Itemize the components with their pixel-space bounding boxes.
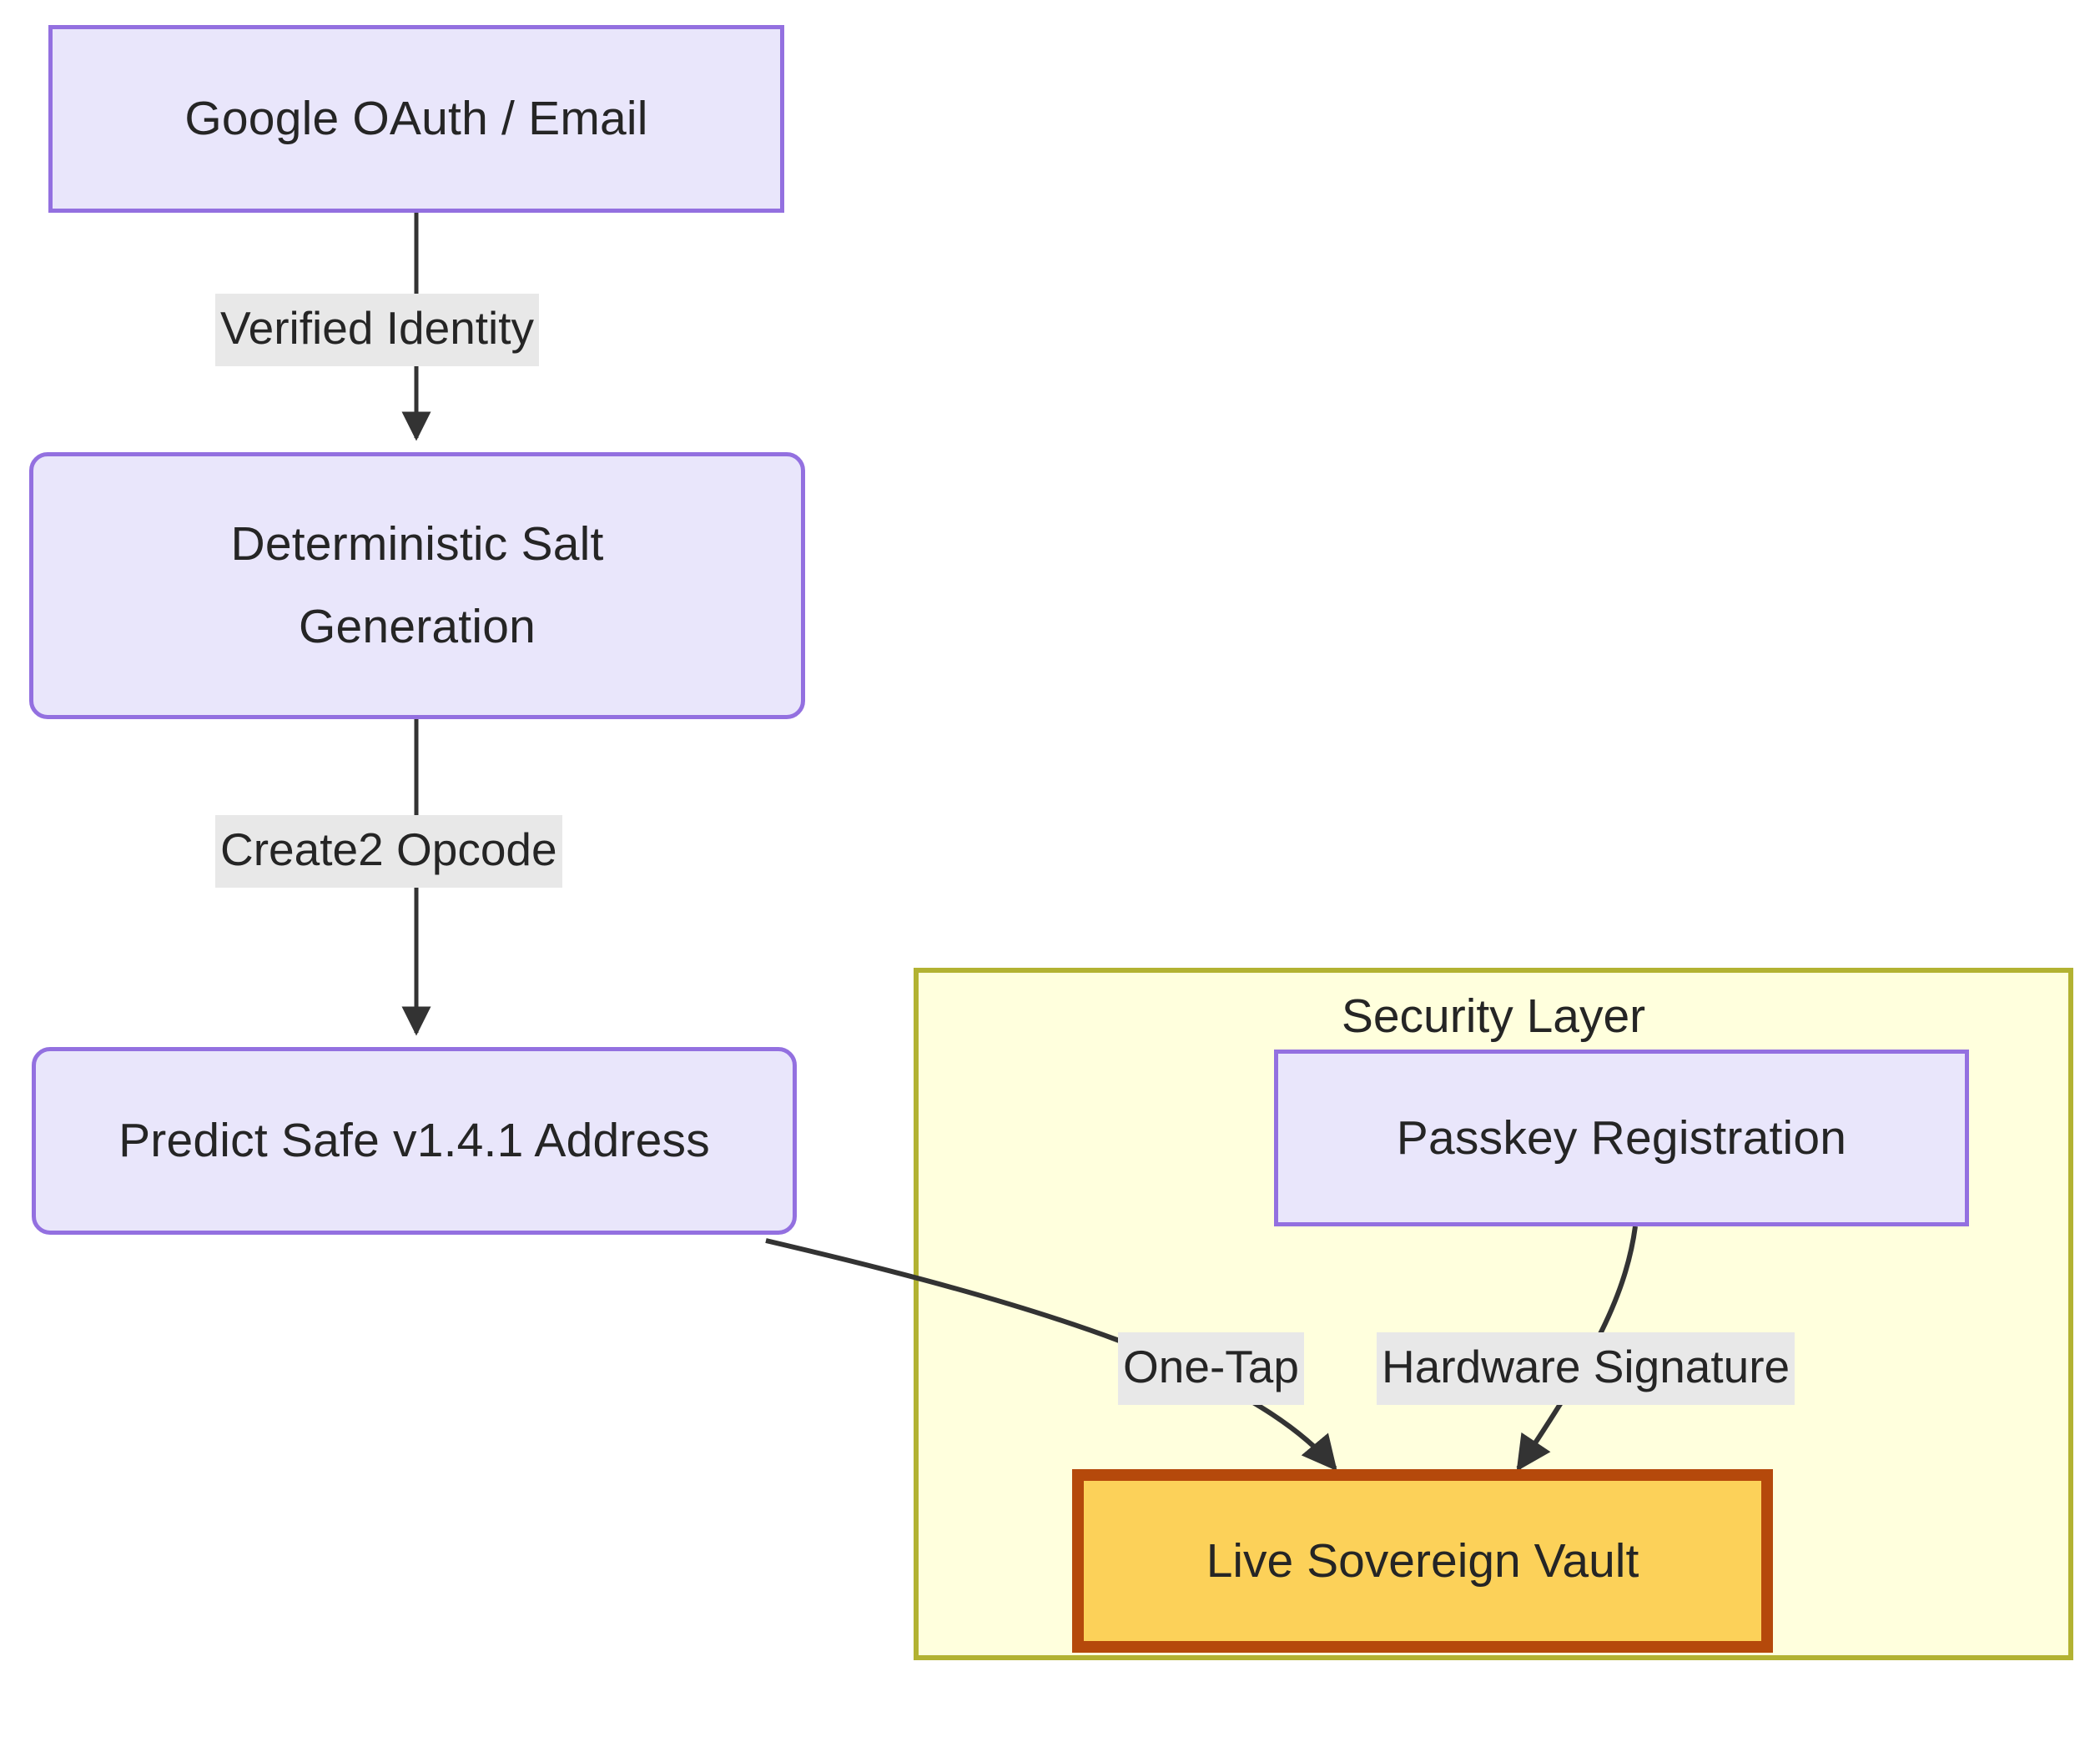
node-label-passkey-registration: Passkey Registration xyxy=(1396,1110,1847,1165)
node-passkey-registration[interactable]: Passkey Registration xyxy=(1274,1050,1969,1226)
node-label-live-sovereign-vault: Live Sovereign Vault xyxy=(1206,1533,1639,1588)
node-label-deterministic-salt-line1: Deterministic Salt xyxy=(230,517,604,571)
node-google-oauth-email[interactable]: Google OAuth / Email xyxy=(48,25,784,213)
node-label-google-oauth-email: Google OAuth / Email xyxy=(184,92,648,146)
node-live-sovereign-vault[interactable]: Live Sovereign Vault xyxy=(1072,1469,1773,1653)
edge-label-one-tap: One-Tap xyxy=(1118,1332,1304,1405)
edge-label-hardware-signature: Hardware Signature xyxy=(1377,1332,1795,1405)
edge-label-verified-identity: Verified Identity xyxy=(215,294,540,366)
node-deterministic-salt-generation[interactable]: Deterministic Salt Generation xyxy=(29,452,805,719)
node-label-deterministic-salt-line2: Generation xyxy=(298,600,536,653)
node-label-predict-safe-address: Predict Safe v1.4.1 Address xyxy=(118,1114,710,1168)
edge-label-create2-opcode: Create2 Opcode xyxy=(215,815,562,888)
cluster-security-layer-title: Security Layer xyxy=(1341,989,1646,1043)
node-predict-safe-address[interactable]: Predict Safe v1.4.1 Address xyxy=(32,1047,797,1235)
